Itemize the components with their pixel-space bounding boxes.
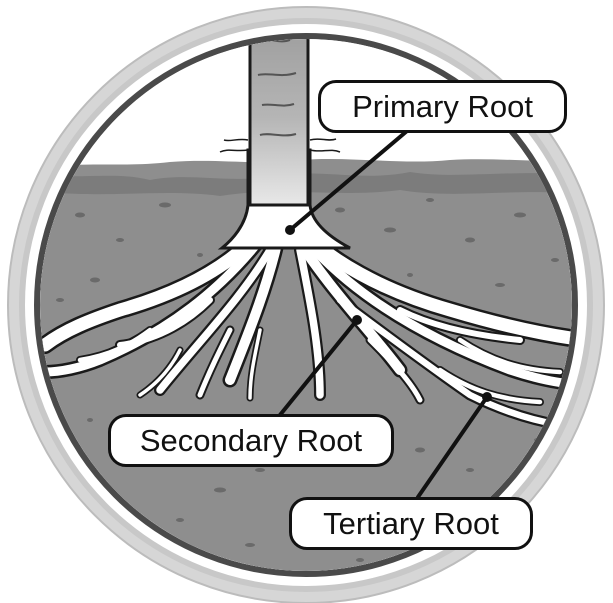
tertiary-root-label: Tertiary Root <box>289 497 533 550</box>
primary-root-label: Primary Root <box>318 80 567 133</box>
primary-root-marker <box>285 225 295 235</box>
secondary-root-marker <box>352 315 362 325</box>
secondary-root-label: Secondary Root <box>108 414 394 467</box>
tertiary-root-marker <box>482 392 492 402</box>
